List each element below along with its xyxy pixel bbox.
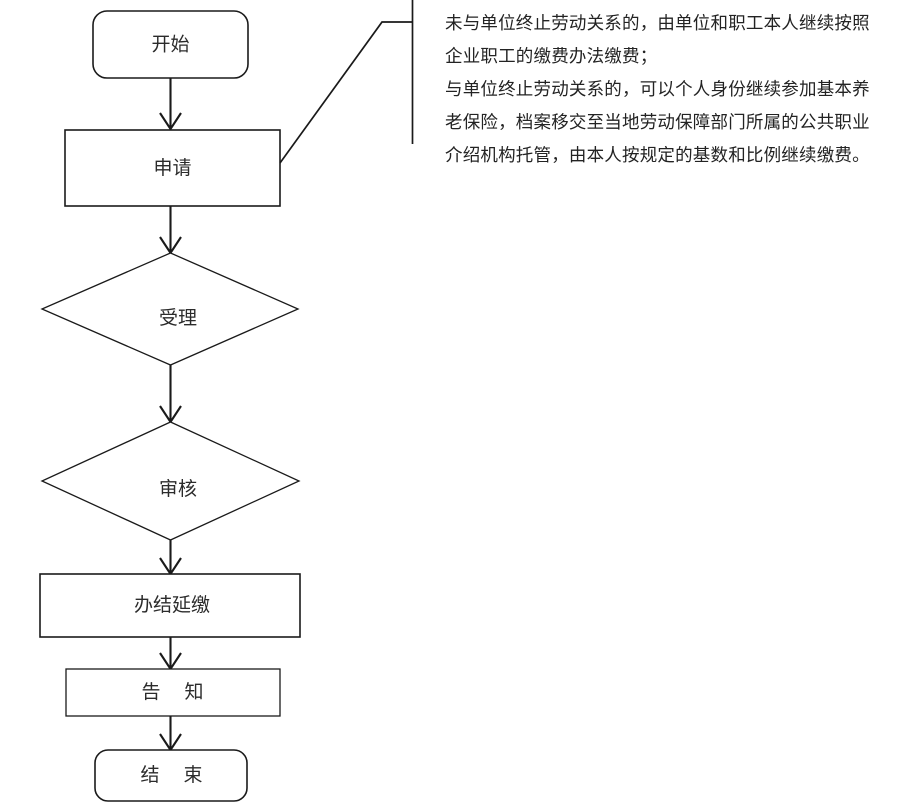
node-accept-label: 受理 [159, 307, 197, 329]
node-end-label: 结 束 [140, 764, 211, 786]
node-start-label: 开始 [151, 34, 189, 56]
node-notify-shape [65, 668, 281, 717]
node-review[interactable]: 审核 [40, 421, 301, 541]
node-accept[interactable]: 受理 [40, 252, 300, 366]
node-notify[interactable]: 告 知 [65, 668, 281, 717]
side-note-text: 未与单位终止劳动关系的，由单位和职工本人继续按照企业职工的缴费办法缴费； 与单位… [445, 14, 870, 166]
edge-apply-to-note [279, 0, 414, 164]
node-review-label: 审核 [159, 478, 197, 500]
node-complete-shape [39, 573, 301, 638]
node-apply[interactable]: 申请 [64, 129, 281, 207]
edge-start-to-apply [159, 78, 182, 131]
edge-accept-to-review [159, 365, 182, 424]
node-complete-label: 办结延缴 [134, 594, 210, 616]
node-start[interactable]: 开始 [92, 10, 249, 79]
node-apply-shape [64, 129, 281, 207]
node-complete[interactable]: 办结延缴 [39, 573, 301, 638]
node-end-shape [94, 749, 248, 802]
edge-complete-to-notify [159, 637, 182, 671]
node-end[interactable]: 结 束 [94, 749, 248, 802]
edge-apply-to-accept [159, 206, 182, 255]
note-leader-line [279, 21, 412, 164]
node-notify-label: 告 知 [141, 681, 212, 703]
node-apply-label: 申请 [153, 157, 191, 179]
edge-notify-to-end [159, 716, 182, 752]
edge-review-to-complete [159, 540, 182, 576]
